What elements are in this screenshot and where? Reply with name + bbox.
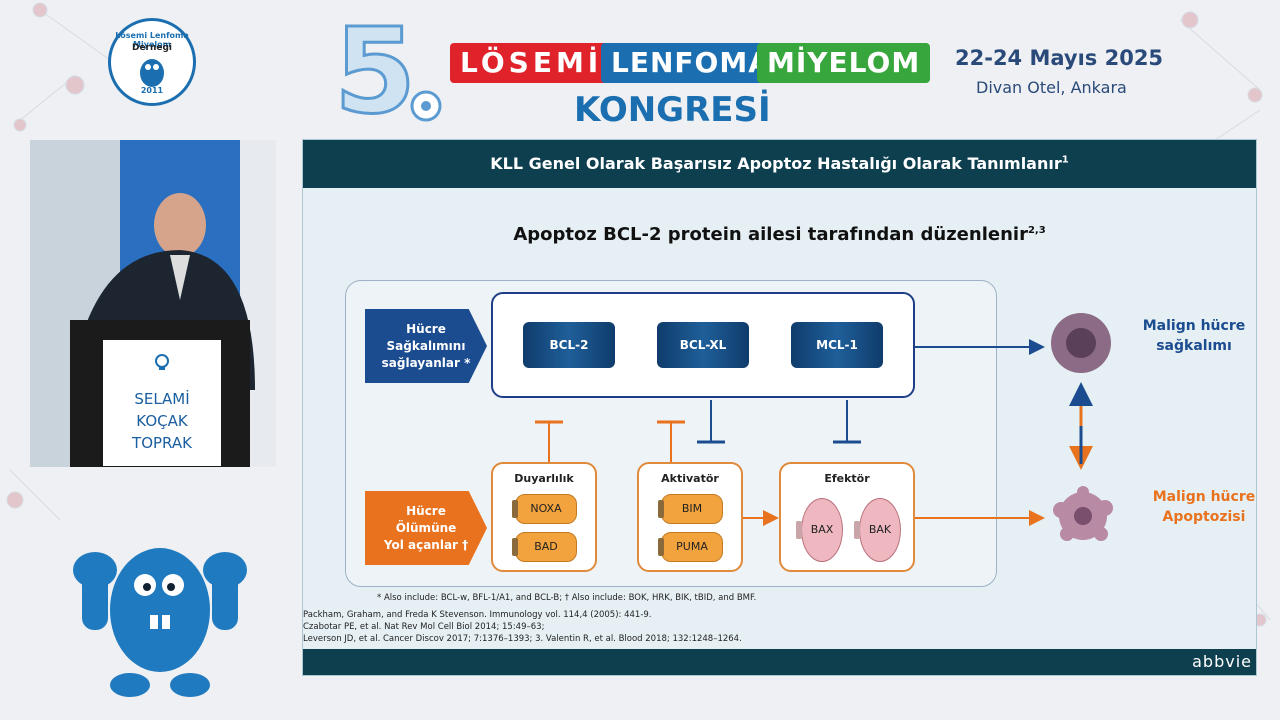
- mascot-small-icon: [140, 59, 164, 87]
- protein-bim: BIM: [658, 494, 723, 524]
- group-effector: Efektör BAX BAK: [779, 462, 915, 572]
- protein-puma-label: PUMA: [676, 540, 708, 553]
- survival-label-line2: Sağkalımını: [386, 338, 466, 353]
- slide-references: Packham, Graham, and Freda K Stevenson. …: [303, 609, 742, 645]
- association-logo: Lösemi Lenfoma Miyelom Derneği 2011: [108, 18, 196, 106]
- healthy-malignant-cell-icon: [1051, 313, 1111, 373]
- group-sensitizer: Duyarlılık NOXA BAD: [491, 462, 597, 572]
- reference-2: Czabotar PE, et al. Nat Rev Mol Cell Bio…: [303, 622, 545, 632]
- survival-label-line1: Hücre: [406, 321, 446, 336]
- protein-mcl1: MCL-1: [791, 322, 883, 368]
- slide-subtitle: Apoptoz BCL-2 protein ailesi tarafından …: [303, 224, 1256, 245]
- reference-1: Packham, Graham, and Freda K Stevenson. …: [303, 610, 652, 620]
- svg-text:5: 5: [334, 12, 416, 130]
- protein-bcl2: BCL-2: [523, 322, 615, 368]
- tag-lenfoma: LENFOMA: [601, 43, 781, 83]
- slide-bottom-bar: [303, 649, 1256, 675]
- slide-subtitle-text: Apoptoz BCL-2 protein ailesi tarafından …: [513, 224, 1028, 245]
- group-sensitizer-title: Duyarlılık: [514, 472, 574, 485]
- group-activator-title: Aktivatör: [661, 472, 719, 485]
- presentation-slide: KLL Genel Olarak Başarısız Apoptoz Hasta…: [302, 139, 1257, 676]
- survival-proteins-box: BCL-2 BCL-XL MCL-1: [491, 292, 915, 398]
- outcome-survival-line1: Malign hücre: [1142, 318, 1246, 334]
- protein-bad: BAD: [512, 532, 577, 562]
- tag-losemi: LÖSEMİ: [450, 43, 613, 83]
- protein-bad-label: BAD: [534, 540, 558, 553]
- speaker-name-line3: TOPRAK: [132, 434, 192, 452]
- death-label-line3: Yol açanlar †: [383, 537, 469, 552]
- speaker-name-line2: KOÇAK: [136, 412, 188, 430]
- outcome-survival-label: Malign hücre sağkalımı: [1139, 316, 1249, 356]
- protein-noxa: NOXA: [512, 494, 577, 524]
- protein-bax-label: BAX: [810, 523, 834, 536]
- group-effector-title: Efektör: [824, 472, 870, 485]
- outcome-apoptosis-line2: Apoptozisi: [1162, 509, 1246, 525]
- logo-year: 2011: [140, 86, 164, 95]
- kongresi-title: KONGRESİ: [574, 90, 771, 130]
- edition-five-logo: 5: [333, 12, 442, 130]
- logo-line1: Lösemi Lenfoma Miyelom: [115, 31, 189, 49]
- group-activator: Aktivatör BIM PUMA: [637, 462, 743, 572]
- death-label-line2: Ölümüne: [395, 520, 457, 535]
- protein-bclxl: BCL-XL: [657, 322, 749, 368]
- mascot-illustration: [73, 548, 247, 697]
- survival-label-line3: sağlayanlar *: [381, 355, 471, 370]
- outcome-apoptosis-line1: Malign hücre: [1152, 489, 1256, 505]
- outcome-apoptosis-label: Malign hücre Apoptozisi: [1149, 487, 1256, 527]
- protein-bak-label: BAK: [868, 523, 892, 536]
- protein-bim-label: BIM: [681, 502, 703, 515]
- tag-miyelom: MİYELOM: [757, 43, 931, 83]
- reference-3: Leverson JD, et al. Cancer Discov 2017; …: [303, 634, 742, 644]
- slide-title: KLL Genel Olarak Başarısız Apoptoz Hasta…: [303, 154, 1256, 173]
- outcome-survival-line2: sağkalımı: [1156, 338, 1232, 354]
- death-promoters-label: Hücre Ölümüne Yol açanlar †: [365, 491, 487, 565]
- slide-title-text: KLL Genel Olarak Başarısız Apoptoz Hasta…: [490, 154, 1062, 173]
- protein-noxa-label: NOXA: [530, 502, 562, 515]
- logo-line2: Derneği: [131, 43, 173, 53]
- protein-puma: PUMA: [658, 532, 723, 562]
- apoptotic-cell-icon: [1053, 486, 1113, 541]
- speaker-nameplate: SELAMİ KOÇAK TOPRAK: [103, 340, 221, 466]
- slide-footnote: * Also include: BCL-w, BFL-1/A1, and BCL…: [377, 593, 757, 603]
- speaker-video: SELAMİ KOÇAK TOPRAK: [30, 140, 276, 467]
- diagram-connectors: [535, 339, 1093, 526]
- death-label-line1: Hücre: [406, 503, 446, 518]
- speaker-name-line1: SELAMİ: [134, 390, 190, 408]
- slide-title-bar: [303, 140, 1256, 188]
- event-dates: 22-24 Mayıs 2025: [955, 46, 1164, 70]
- slide-title-superscript: 1: [1061, 154, 1069, 166]
- protein-bax: BAX: [796, 498, 843, 562]
- event-venue: Divan Otel, Ankara: [976, 78, 1127, 97]
- survival-promoters-label: Hücre Sağkalımını sağlayanlar *: [365, 309, 487, 383]
- lightbulb-icon: [155, 354, 169, 370]
- slide-subtitle-superscript: 2,3: [1027, 225, 1046, 236]
- protein-bak: BAK: [854, 498, 901, 562]
- sponsor-logo: abbvie: [1192, 652, 1252, 671]
